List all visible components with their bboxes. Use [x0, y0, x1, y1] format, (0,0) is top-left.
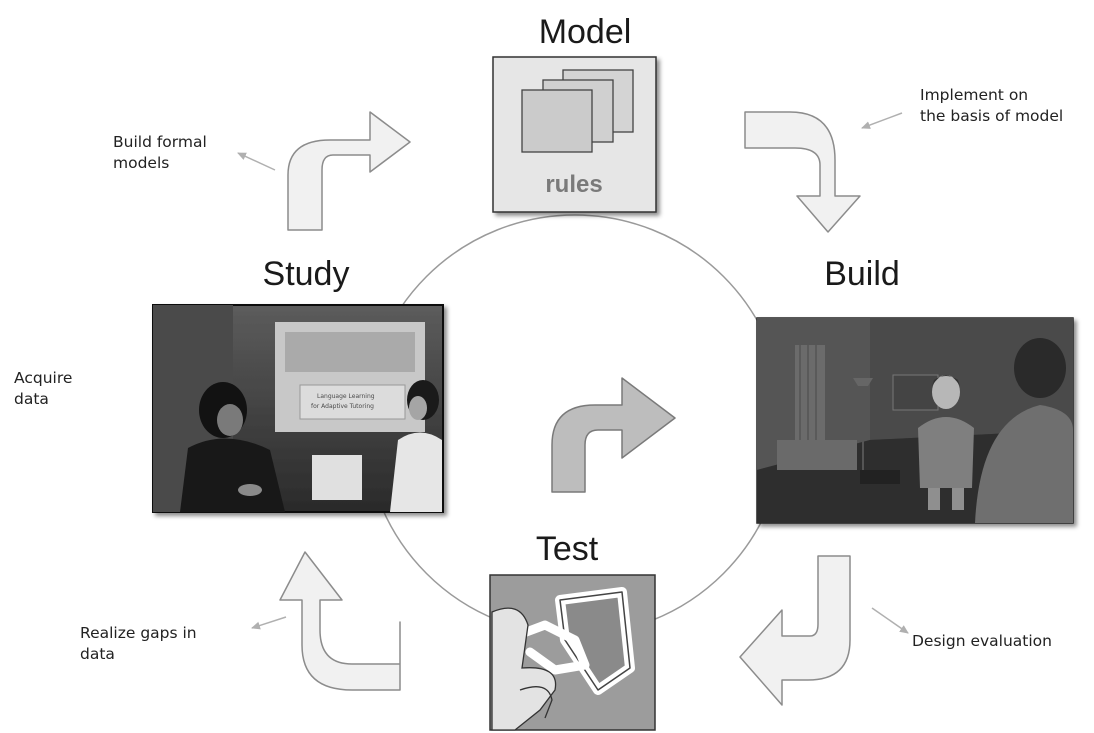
rule-sheet-front: [521, 89, 593, 153]
arrow-test-to-study: [279, 551, 401, 691]
arrow-build-to-test: [739, 555, 851, 706]
pointer-build-formal: [237, 152, 276, 171]
arrow-model-to-build: [744, 111, 861, 233]
note-build-formal-models: Build formal models: [113, 133, 212, 172]
stage-title-study: Study: [263, 255, 350, 293]
traced-stroke: [500, 620, 590, 675]
sign-line-2: for Adaptive Tutoring: [311, 403, 374, 410]
stage-title-build: Build: [824, 255, 900, 293]
note-implement-on-model: Implement on the basis of model: [920, 86, 1063, 125]
pointer-implement: [861, 112, 903, 129]
model-rules-box: rules: [492, 56, 657, 213]
note-design-evaluation: Design evaluation: [912, 632, 1052, 650]
study-poster-sign: Language Learning for Adaptive Tutoring: [299, 384, 406, 420]
test-tracing-image: [489, 574, 656, 731]
pointer-realize-gaps: [251, 616, 287, 630]
arrow-center: [551, 377, 676, 493]
study-video-still: Language Learning for Adaptive Tutoring: [152, 304, 444, 513]
sign-line-1: Language Learning: [317, 393, 375, 400]
build-virtual-agent-image: [756, 317, 1074, 524]
rules-label: rules: [545, 171, 602, 198]
pointer-design-eval: [871, 607, 909, 634]
stage-title-test: Test: [536, 530, 599, 568]
arrow-study-to-model: [287, 111, 411, 231]
stage-title-model: Model: [539, 13, 632, 51]
note-realize-gaps: Realize gaps in data: [80, 624, 202, 663]
note-acquire-data: Acquire data: [14, 369, 77, 408]
